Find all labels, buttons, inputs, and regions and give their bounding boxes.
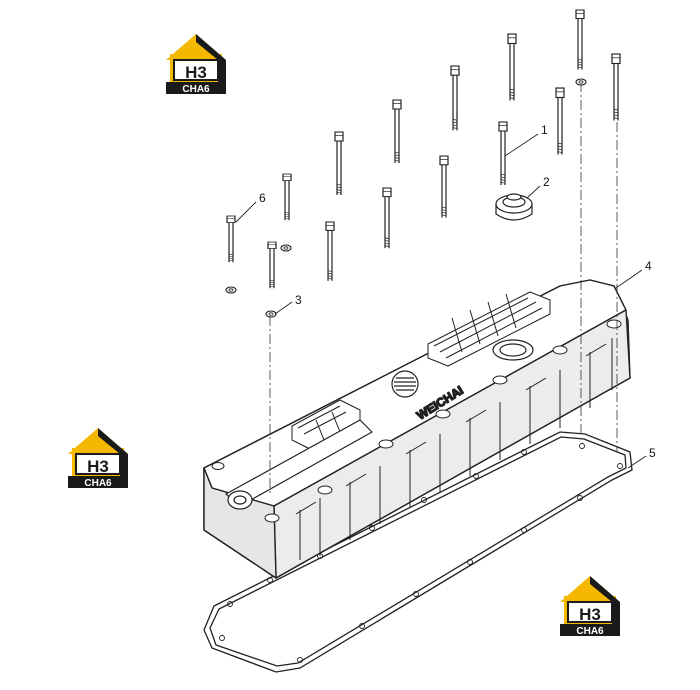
callout-6: 6 [259, 191, 266, 205]
svg-text:CHA6: CHA6 [576, 626, 604, 637]
filler-cap-part-2 [495, 193, 533, 221]
callout-2: 2 [543, 175, 550, 189]
callout-1: 1 [541, 123, 548, 137]
watermark-logo-bottom: H3 CHA6 [559, 575, 621, 637]
watermark-logo-top: H3 CHA6 [165, 33, 227, 95]
callout-labels: 1 2 3 4 5 6 [259, 123, 656, 460]
callout-4: 4 [645, 259, 652, 273]
svg-text:CHA6: CHA6 [84, 478, 112, 489]
svg-text:H3: H3 [185, 63, 207, 82]
svg-text:H3: H3 [579, 605, 601, 624]
callout-3: 3 [295, 293, 302, 307]
washer-group [225, 78, 587, 318]
callout-5: 5 [649, 446, 656, 460]
leader-lines [235, 133, 647, 469]
gasket-part-5 [203, 431, 633, 673]
watermark-logo-middle: H3 CHA6 [67, 427, 129, 489]
svg-text:H3: H3 [87, 457, 109, 476]
valve-cover-part-4: WEICHAI [203, 279, 631, 579]
svg-text:CHA6: CHA6 [182, 84, 210, 95]
